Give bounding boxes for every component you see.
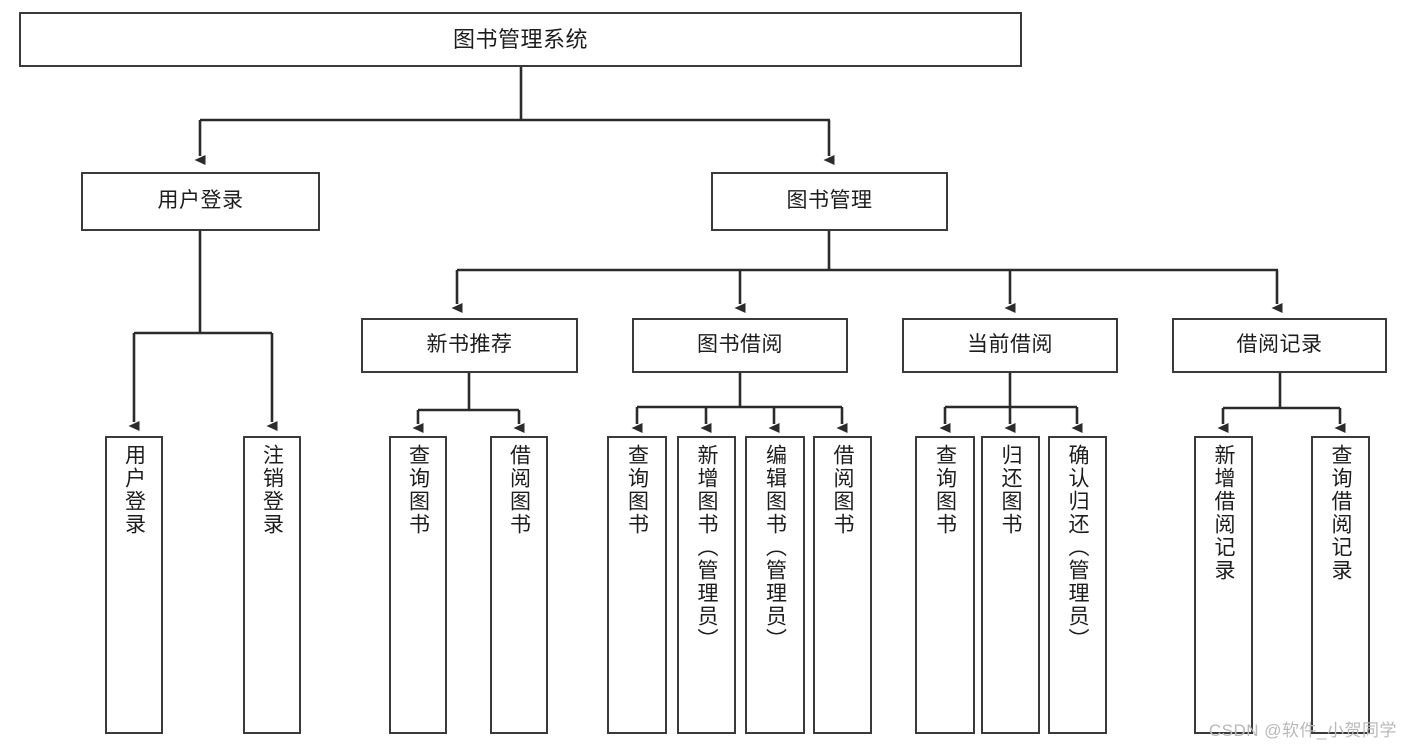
node-leaf-return-book[interactable]: 归还图书 bbox=[981, 436, 1040, 734]
node-leaf-query-book-2[interactable]: 查询图书 bbox=[607, 436, 667, 734]
node-current-borrow-label: 当前借阅 bbox=[967, 333, 1053, 357]
node-user-login[interactable]: 用户登录 bbox=[81, 172, 320, 231]
node-leaf-user-login[interactable]: 用户登录 bbox=[105, 436, 163, 734]
node-root[interactable]: 图书管理系统 bbox=[19, 12, 1022, 67]
node-book-borrow[interactable]: 图书借阅 bbox=[632, 318, 848, 373]
node-root-label: 图书管理系统 bbox=[452, 26, 588, 52]
node-leaf-query-book-1-label: 查询图书 bbox=[406, 444, 430, 536]
node-leaf-confirm-return-label: 确认归还（管理员） bbox=[1066, 444, 1089, 651]
node-book-borrow-label: 图书借阅 bbox=[697, 333, 783, 357]
node-current-borrow[interactable]: 当前借阅 bbox=[902, 318, 1118, 373]
node-leaf-user-logout-label: 注销登录 bbox=[260, 444, 284, 536]
node-leaf-add-record-label: 新增借阅记录 bbox=[1212, 444, 1235, 582]
node-book-management-label: 图书管理 bbox=[786, 189, 873, 213]
node-leaf-add-book[interactable]: 新增图书（管理员） bbox=[677, 436, 736, 734]
node-leaf-user-login-label: 用户登录 bbox=[122, 444, 146, 536]
node-leaf-confirm-return[interactable]: 确认归还（管理员） bbox=[1048, 436, 1107, 734]
node-leaf-query-book-3[interactable]: 查询图书 bbox=[915, 436, 975, 734]
node-leaf-user-logout[interactable]: 注销登录 bbox=[243, 436, 301, 734]
node-leaf-borrow-book-1[interactable]: 借阅图书 bbox=[490, 436, 548, 734]
node-book-management[interactable]: 图书管理 bbox=[711, 172, 948, 231]
node-new-book-recommend-label: 新书推荐 bbox=[426, 333, 513, 357]
node-leaf-query-book-2-label: 查询图书 bbox=[625, 444, 649, 536]
watermark-text: CSDN @软件_小贺同学 bbox=[1208, 721, 1397, 740]
node-leaf-add-book-label: 新增图书（管理员） bbox=[695, 444, 718, 651]
node-leaf-add-record[interactable]: 新增借阅记录 bbox=[1194, 436, 1253, 734]
node-leaf-query-record[interactable]: 查询借阅记录 bbox=[1311, 436, 1370, 734]
node-leaf-borrow-book-2-label: 借阅图书 bbox=[831, 444, 854, 536]
node-leaf-borrow-book-1-label: 借阅图书 bbox=[507, 444, 531, 536]
node-leaf-edit-book[interactable]: 编辑图书（管理员） bbox=[745, 436, 805, 734]
node-borrow-record-label: 借阅记录 bbox=[1236, 333, 1323, 357]
node-leaf-query-book-3-label: 查询图书 bbox=[933, 444, 957, 536]
node-new-book-recommend[interactable]: 新书推荐 bbox=[361, 318, 578, 373]
node-leaf-edit-book-label: 编辑图书（管理员） bbox=[763, 444, 787, 651]
node-leaf-query-record-label: 查询借阅记录 bbox=[1329, 444, 1352, 582]
node-user-login-label: 用户登录 bbox=[157, 189, 244, 213]
node-leaf-borrow-book-2[interactable]: 借阅图书 bbox=[813, 436, 872, 734]
node-borrow-record[interactable]: 借阅记录 bbox=[1172, 318, 1387, 373]
node-leaf-return-book-label: 归还图书 bbox=[999, 444, 1022, 536]
node-leaf-query-book-1[interactable]: 查询图书 bbox=[389, 436, 447, 734]
